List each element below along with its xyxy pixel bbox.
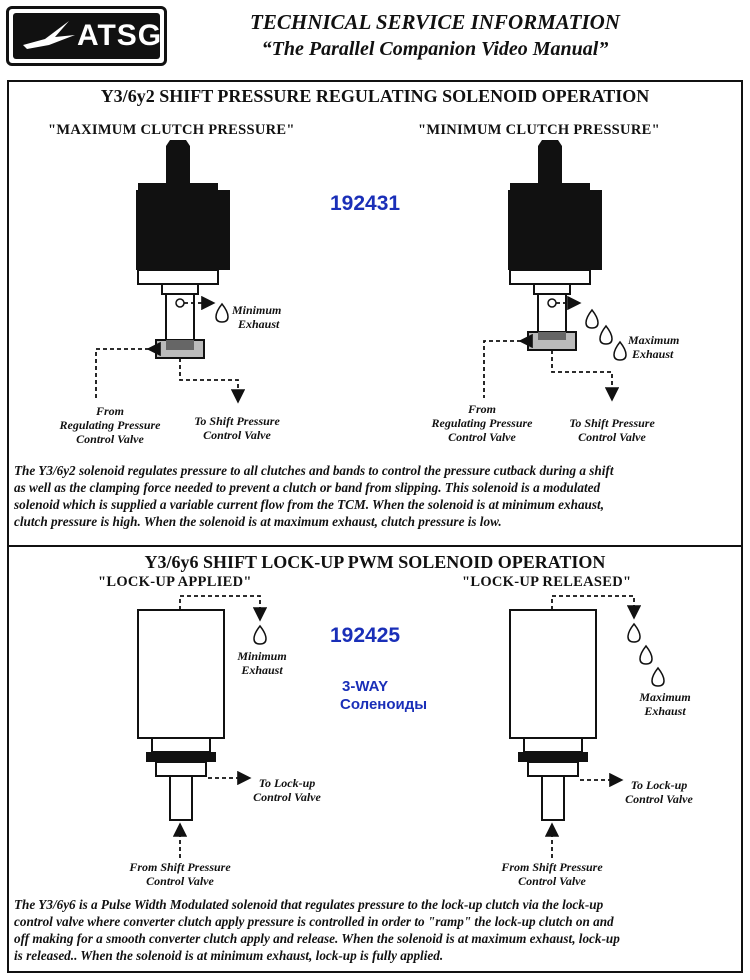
section-divider xyxy=(7,545,743,547)
section2-description: The Y3/6y6 is a Pulse Width Modulated so… xyxy=(14,897,620,963)
droplet-icon xyxy=(253,624,267,645)
part-number-192425: 192425 xyxy=(330,624,401,647)
section1-left-heading: "MAXIMUM CLUTCH PRESSURE" xyxy=(48,122,295,138)
right-to-label: To Shift Pressure Control Valve xyxy=(569,416,655,444)
lockup-right-exhaust-label: Maximum Exhaust xyxy=(639,690,691,718)
droplet-icon xyxy=(613,340,627,361)
page-title: TECHNICAL SERVICE INFORMATION xyxy=(250,10,620,34)
left-pressure-solenoid xyxy=(136,140,230,359)
droplet-icon xyxy=(599,324,613,345)
bird-icon xyxy=(23,21,75,49)
lockup-left-from-label: From Shift Pressure Control Valve xyxy=(129,860,231,888)
lockup-right-to-label: To Lock-up Control Valve xyxy=(625,778,693,806)
left-exhaust-label: Minimum Exhaust xyxy=(232,303,282,331)
right-exhaust-label: Maximum Exhaust xyxy=(628,333,680,361)
left-pwm-solenoid xyxy=(137,609,225,821)
section1-description: The Y3/6y2 solenoid regulates pressure t… xyxy=(14,463,614,529)
content-panel xyxy=(7,80,743,973)
atsg-logo: ATSG xyxy=(6,6,167,66)
section1-title: Y3/6y2 SHIFT PRESSURE REGULATING SOLENOI… xyxy=(100,86,650,106)
droplet-icon xyxy=(585,308,599,329)
section2-right-heading: "LOCK-UP RELEASED" xyxy=(462,574,632,590)
lockup-left-to-label: To Lock-up Control Valve xyxy=(253,776,321,804)
lockup-left-exhaust-label: Minimum Exhaust xyxy=(237,649,287,677)
solenoid-type-line2: Соленоиды xyxy=(340,696,428,713)
page-subtitle: “The Parallel Companion Video Manual” xyxy=(261,38,609,60)
right-pressure-solenoid xyxy=(508,140,602,351)
section2-left-heading: "LOCK-UP APPLIED" xyxy=(98,574,252,590)
droplet-icon xyxy=(651,666,665,687)
left-from-label: From Regulating Pressure Control Valve xyxy=(59,404,161,446)
logo-text: ATSG xyxy=(77,19,163,52)
solenoid-type-line1: 3-WAY xyxy=(342,678,389,695)
left-to-label: To Shift Pressure Control Valve xyxy=(194,414,280,442)
right-from-label: From Regulating Pressure Control Valve xyxy=(431,402,533,444)
section2-title: Y3/6y6 SHIFT LOCK-UP PWM SOLENOID OPERAT… xyxy=(144,552,606,572)
droplet-icon xyxy=(627,622,641,643)
droplet-icon xyxy=(215,302,229,323)
part-number-192431: 192431 xyxy=(330,192,401,215)
right-pwm-solenoid xyxy=(509,609,597,821)
lockup-right-from-label: From Shift Pressure Control Valve xyxy=(501,860,603,888)
section1-right-heading: "MINIMUM CLUTCH PRESSURE" xyxy=(418,122,660,138)
droplet-icon xyxy=(639,644,653,665)
